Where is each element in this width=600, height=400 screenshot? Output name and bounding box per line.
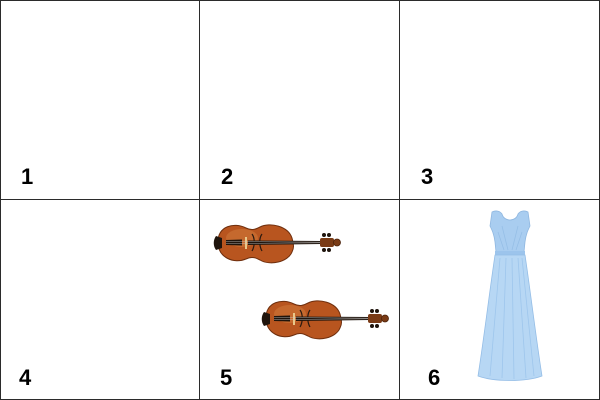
grid-cell-4[interactable]: 4 (0, 200, 200, 400)
grid-divider (199, 0, 200, 400)
cell-number-label: 5 (220, 365, 233, 390)
grid-divider (0, 199, 600, 200)
cell-number-label: 4 (19, 365, 32, 390)
grid-cell-5[interactable]: 5 (200, 200, 400, 400)
cell-number-label: 2 (221, 164, 234, 189)
grid-divider (399, 0, 400, 400)
dress-icon (477, 210, 543, 381)
cell-number-label: 1 (21, 164, 34, 189)
grid-cell-6[interactable]: 6 (400, 200, 600, 400)
violin-icon (213, 224, 341, 264)
grid-cell-2[interactable]: 2 (200, 0, 400, 200)
cell-number-label: 6 (428, 365, 441, 390)
grid-cell-1[interactable]: 1 (0, 0, 200, 200)
violin-icon (261, 300, 389, 340)
cell-number-label: 3 (421, 164, 434, 189)
grid-cell-3[interactable]: 3 (400, 0, 600, 200)
